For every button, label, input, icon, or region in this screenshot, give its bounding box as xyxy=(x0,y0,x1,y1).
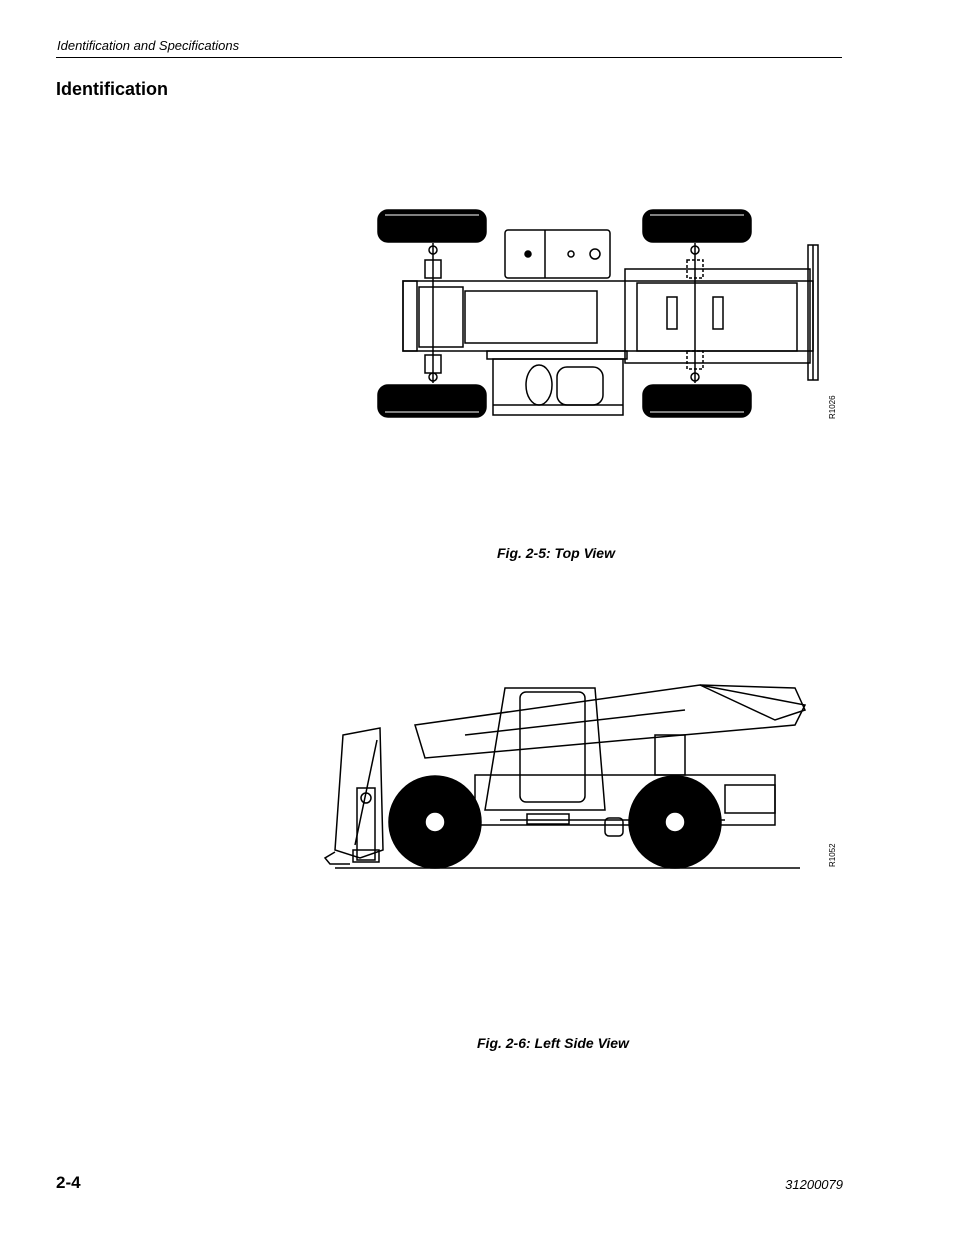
page-number: 2-4 xyxy=(56,1173,81,1192)
figure-code-top: R1026 xyxy=(828,395,837,419)
figure-caption-top-view: Fig. 2-5: Top View xyxy=(497,545,615,561)
top-view-illustration xyxy=(377,209,819,418)
left-side-view-illustration xyxy=(323,684,807,869)
document-number: 31200079 xyxy=(785,1177,843,1192)
running-head: Identification and Specifications xyxy=(57,38,240,53)
header-rule xyxy=(56,57,842,58)
figure-caption-left-side-view: Fig. 2-6: Left Side View xyxy=(477,1035,629,1051)
section-title: Identification xyxy=(56,79,168,99)
figure-code-side: R1052 xyxy=(828,843,837,867)
